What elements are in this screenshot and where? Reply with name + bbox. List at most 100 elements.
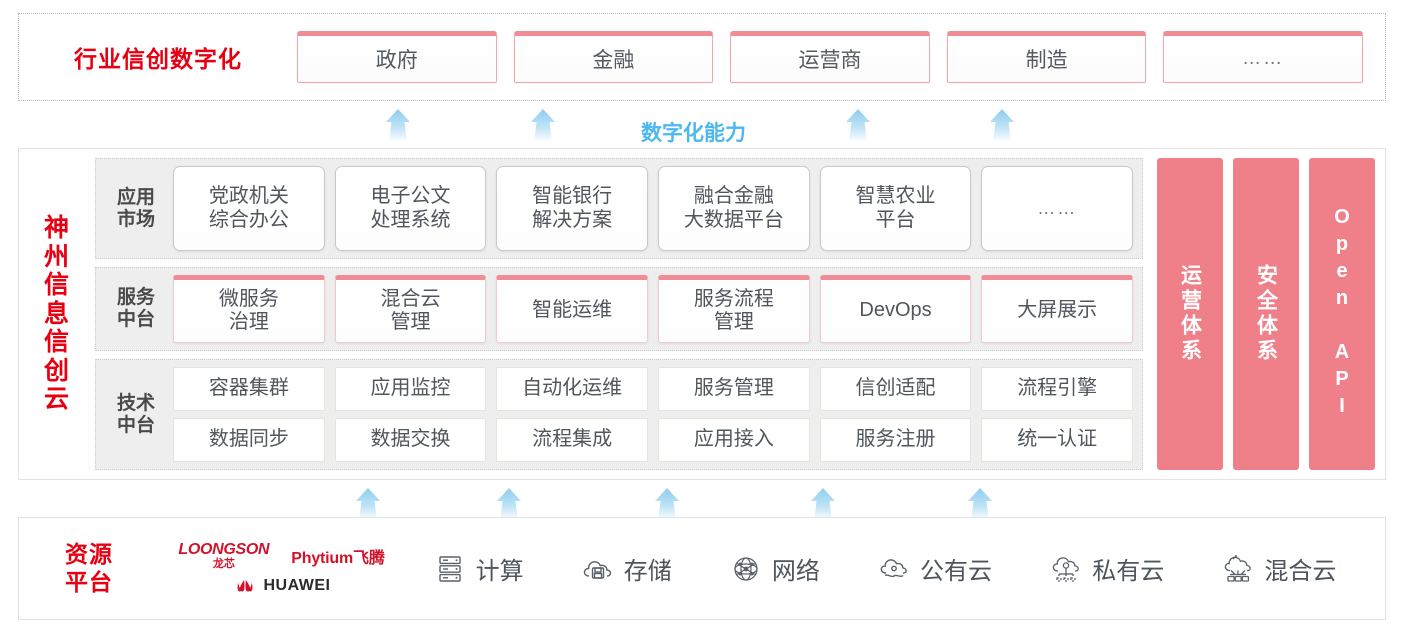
tech-cell-xinchuang-adaptation[interactable]: 信创适配 [819, 367, 972, 412]
tech-cell-application-monitoring[interactable]: 应用监控 [334, 367, 487, 412]
application-market-cells: 党政机关 综合办公 电子公文 处理系统 智能银行 [173, 166, 1134, 252]
layer-application-market: 应用 市场 党政机关 综合办公 电子公文 [95, 158, 1143, 260]
industry-card-more[interactable]: …… [1163, 31, 1363, 83]
loongson-logo-text-en: LOONGSON [178, 541, 270, 558]
resource-arrow-4 [806, 487, 840, 521]
cloud-storage-icon [581, 552, 615, 586]
app-cell-smart-agriculture-platform[interactable]: 智慧农业 平台 [819, 166, 972, 252]
cell-line-2: 管理 [390, 311, 431, 334]
resource-arrow-5 [963, 487, 997, 521]
tech-cell-data-sync[interactable]: 数据同步 [173, 418, 325, 462]
layer-label-service-platform: 服务 中台 [105, 287, 167, 331]
loongson-logo-text-cn: 龙芯 [212, 558, 235, 570]
phytium-logo: Phytium飞腾 [291, 550, 385, 567]
hybrid-cloud-icon [1221, 552, 1255, 586]
resource-title-line-2: 平台 [65, 568, 113, 595]
resource-item-label: 私有云 [1092, 558, 1165, 585]
industry-card-government[interactable]: 政府 [297, 31, 497, 83]
cell-line-1: 混合云 [380, 287, 441, 310]
svc-cell-service-process-management[interactable]: 服务流程 管理 [658, 275, 810, 344]
resource-item-label: 计算 [475, 558, 524, 585]
resource-item-compute[interactable]: 计算 [433, 551, 524, 586]
svc-cell-devops[interactable]: DevOps [819, 275, 972, 344]
resource-item-hybrid-cloud[interactable]: 混合云 [1221, 551, 1336, 586]
app-cell-edocument-system[interactable]: 电子公文 处理系统 [334, 166, 487, 252]
cell-line-1: 智能银行 [532, 185, 613, 208]
cell-line-1: 电子公文 [370, 185, 451, 208]
vendor-logo-row-1: LOONGSON 龙芯 Phytium飞腾 [178, 542, 384, 570]
industry-card-telecom[interactable]: 运营商 [730, 31, 930, 83]
app-cell-party-government-office[interactable]: 党政机关 综合办公 [173, 166, 325, 252]
tech-cell-application-access[interactable]: 应用接入 [658, 418, 810, 462]
tech-cell-service-management[interactable]: 服务管理 [658, 367, 810, 412]
tech-cell-automated-operations[interactable]: 自动化运维 [496, 367, 649, 412]
tech-cell-container-cluster[interactable]: 容器集群 [173, 367, 325, 412]
pillar-label: Open API [1331, 206, 1353, 422]
resource-title-line-1: 资源 [65, 540, 113, 567]
layer-label-application-market: 应用 市场 [105, 187, 167, 231]
tech-cell-process-engine[interactable]: 流程引擎 [981, 367, 1134, 412]
layer-label-line-2: 中台 [116, 414, 155, 436]
cloud-title-char-1: 州 [43, 242, 70, 271]
resource-arrow-2 [492, 487, 526, 521]
resource-item-label: 存储 [623, 558, 672, 585]
huawei-flower-icon [233, 577, 257, 595]
svc-cell-intelligent-operations[interactable]: 智能运维 [496, 275, 649, 344]
huawei-logo-text: HUAWEI [263, 577, 331, 594]
vertical-pillars: 运营体系 安全体系 Open API [1157, 158, 1375, 470]
cloud-title-char-5: 创 [43, 356, 70, 385]
technical-platform-row-1: 容器集群 应用监控 自动化运维 服务管理 信创适配 流程引擎 [173, 367, 1134, 412]
resource-item-list: 计算 存储 [404, 551, 1385, 586]
layer-label-line-1: 服务 [116, 287, 155, 309]
tech-cell-service-registry[interactable]: 服务注册 [819, 418, 972, 462]
cloud-title-char-2: 信 [43, 271, 70, 300]
layer-label-line-2: 市场 [116, 208, 155, 230]
technical-platform-cells: 容器集群 应用监控 自动化运维 服务管理 信创适配 流程引擎 数据同步 数据交换… [173, 367, 1134, 462]
pillar-open-api[interactable]: Open API [1309, 158, 1375, 470]
layer-service-platform: 服务 中台 微服务 治理 混合云 管 [95, 267, 1143, 352]
tech-cell-data-exchange[interactable]: 数据交换 [334, 418, 487, 462]
cell-line-2: 管理 [713, 311, 754, 334]
cell-line-2: 大数据平台 [683, 208, 784, 231]
industry-band-title: 行业信创数字化 [74, 46, 242, 72]
cell-line-2: 处理系统 [370, 208, 451, 231]
pillar-label: 运营体系 [1178, 264, 1202, 364]
resource-platform-title: 资源 平台 [19, 541, 159, 596]
app-cell-smart-banking-solution[interactable]: 智能银行 解决方案 [496, 166, 649, 252]
layer-label-line-2: 中台 [116, 309, 155, 331]
capability-arrow-4 [985, 108, 1019, 142]
cell-line-1: 智慧农业 [855, 185, 936, 208]
resource-item-storage[interactable]: 存储 [581, 551, 672, 586]
pillar-operations-system[interactable]: 运营体系 [1157, 158, 1223, 470]
cloud-title-char-6: 云 [43, 385, 70, 414]
cloud-title-char-4: 信 [43, 328, 70, 357]
tech-cell-unified-authentication[interactable]: 统一认证 [981, 418, 1134, 462]
cell-line-2: 治理 [228, 311, 269, 334]
svc-cell-microservice-governance[interactable]: 微服务 治理 [173, 275, 325, 344]
cell-line-2: 平台 [875, 208, 916, 231]
cell-line-2: 解决方案 [532, 208, 613, 231]
cell-line-1: 融合金融 [693, 185, 774, 208]
app-cell-more[interactable]: …… [981, 166, 1134, 252]
resource-item-public-cloud[interactable]: 公有云 [877, 551, 992, 586]
svc-cell-large-screen-display[interactable]: 大屏展示 [981, 275, 1134, 344]
industry-card-manufacturing[interactable]: 制造 [946, 31, 1147, 83]
resource-item-network[interactable]: 网络 [729, 551, 820, 586]
capability-arrow-1 [381, 108, 415, 142]
service-platform-cells: 微服务 治理 混合云 管理 智能运维 [173, 275, 1134, 344]
layer-label-line-1: 应用 [116, 186, 155, 208]
cell-line-2: 综合办公 [208, 208, 289, 231]
cloud-platform-panel: 神 州 信 息 信 创 云 应用 市场 [18, 148, 1386, 480]
cell-line-1: 服务流程 [693, 287, 774, 310]
cloud-title-char-0: 神 [43, 214, 70, 243]
app-cell-fintech-bigdata-platform[interactable]: 融合金融 大数据平台 [658, 166, 810, 252]
pillar-security-system[interactable]: 安全体系 [1233, 158, 1299, 470]
industry-card-finance[interactable]: 金融 [513, 31, 714, 83]
layer-grid: 应用 市场 党政机关 综合办公 电子公文 [95, 158, 1375, 470]
vendor-logos: LOONGSON 龙芯 Phytium飞腾 [159, 542, 404, 595]
resource-item-private-cloud[interactable]: 私有云 [1049, 551, 1164, 586]
technical-platform-row-2: 数据同步 数据交换 流程集成 应用接入 服务注册 统一认证 [173, 418, 1134, 462]
tech-cell-process-integration[interactable]: 流程集成 [496, 418, 649, 462]
svc-cell-hybrid-cloud-management[interactable]: 混合云 管理 [334, 275, 487, 344]
